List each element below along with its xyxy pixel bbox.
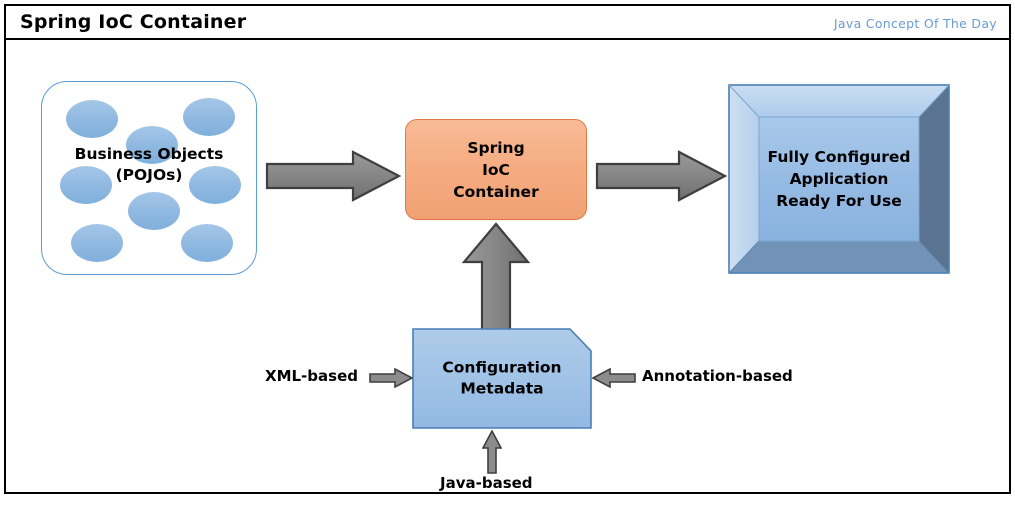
configured-application-line-2: Application (789, 170, 889, 188)
page-title: Spring IoC Container (20, 11, 247, 33)
node-business-objects[interactable]: Business Objects (POJOs) (41, 81, 257, 275)
configuration-metadata-line-1: Configuration (442, 357, 562, 376)
node-configuration-metadata-label: Configuration Metadata (412, 357, 592, 400)
cfg-chamfered-shape (412, 328, 592, 429)
label-annotation-based: Annotation-based (642, 367, 793, 385)
node-configured-application[interactable]: Fully Configured Application Ready For U… (728, 84, 950, 274)
node-business-objects-label: Business Objects (POJOs) (42, 144, 256, 186)
pojo-object-4 (60, 166, 112, 204)
node-ioc-container[interactable]: Spring IoC Container (405, 119, 587, 220)
ioc-container-line-3: Container (453, 182, 539, 201)
node-configuration-metadata[interactable]: Configuration Metadata (412, 328, 592, 429)
node-ioc-container-label: Spring IoC Container (406, 137, 586, 203)
watermark-credit: Java Concept Of The Day (833, 16, 997, 31)
pojo-object-7 (71, 224, 123, 262)
pojo-object-3 (126, 126, 178, 164)
title-bar: Spring IoC Container Java Concept Of The… (6, 6, 1009, 40)
configured-application-line-3: Ready For Use (776, 192, 902, 210)
pojo-object-6 (128, 192, 180, 230)
diagram-canvas: Business Objects (POJOs) (6, 40, 1009, 494)
pojo-object-5 (189, 166, 241, 204)
app-bevel-bottom (729, 241, 949, 273)
app-bevel-left (729, 85, 759, 273)
arrow-xml-to-metadata (369, 368, 413, 388)
label-xml-based: XML-based (265, 367, 358, 385)
arrow-ioc-to-application (595, 150, 728, 202)
node-configured-application-label: Fully Configured Application Ready For U… (728, 146, 950, 212)
business-objects-line-1: Business Objects (74, 145, 224, 163)
arrow-metadata-to-ioc (461, 222, 531, 332)
arrow-pojo-to-ioc (265, 150, 402, 202)
label-java-based: Java-based (440, 474, 533, 492)
app-bevel-right (919, 85, 949, 273)
pojo-object-8 (181, 224, 233, 262)
ioc-container-line-2: IoC (482, 160, 510, 179)
app-inner-face (759, 117, 919, 241)
outer-frame: Spring IoC Container Java Concept Of The… (4, 4, 1011, 494)
business-objects-line-2: (POJOs) (115, 165, 183, 184)
configured-application-line-1: Fully Configured (767, 148, 911, 166)
configuration-metadata-line-2: Metadata (460, 379, 544, 398)
app-bevel-top (729, 85, 949, 117)
arrow-java-to-metadata (482, 430, 502, 474)
ioc-container-line-1: Spring (467, 138, 525, 157)
pojo-object-2 (183, 98, 235, 136)
arrow-annotation-to-metadata (592, 368, 636, 388)
pojo-object-1 (66, 100, 118, 138)
